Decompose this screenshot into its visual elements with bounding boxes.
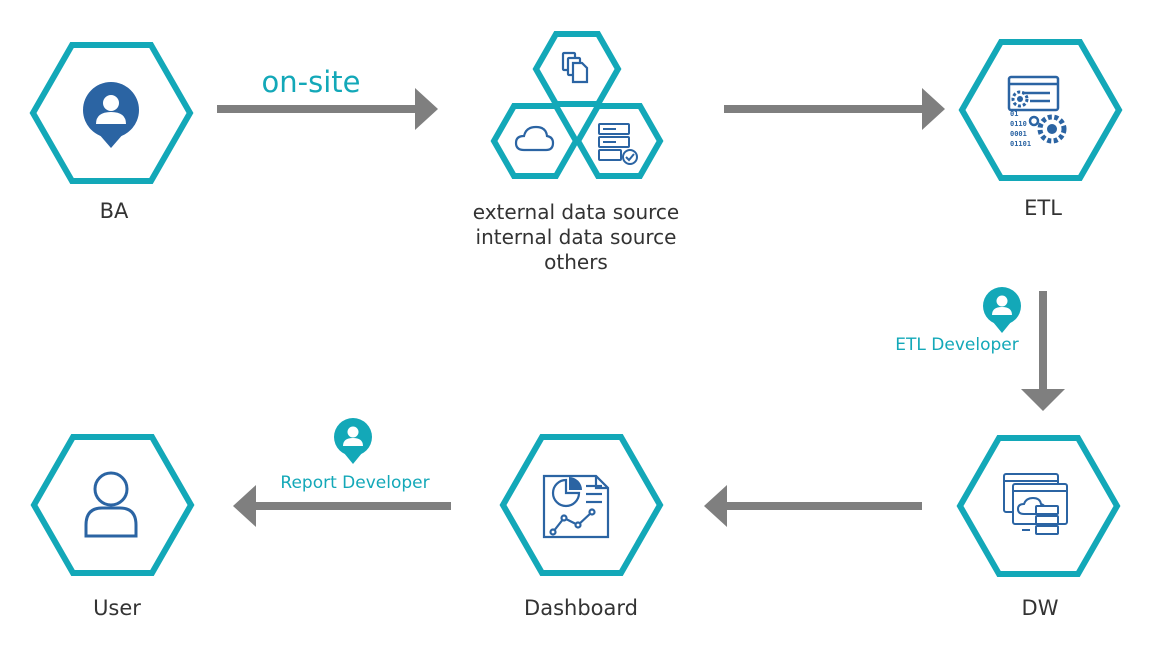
sources-line-others: others bbox=[544, 250, 608, 274]
data-warehouse-icon bbox=[1003, 473, 1068, 535]
person-pin-icon bbox=[83, 82, 139, 148]
svg-text:0001: 0001 bbox=[1010, 130, 1027, 138]
etl-gears-icon: 01 0110 0001 01101 bbox=[1007, 75, 1067, 148]
report-developer-pin-icon bbox=[334, 418, 372, 464]
cloud-icon bbox=[514, 125, 555, 152]
sources-line-internal: internal data source bbox=[475, 225, 677, 249]
ba-label: BA bbox=[99, 199, 129, 223]
svg-text:01101: 01101 bbox=[1010, 140, 1031, 148]
arrow-sources-to-etl bbox=[724, 88, 945, 130]
sources-hexagon-right bbox=[574, 103, 664, 179]
user-icon bbox=[84, 471, 138, 538]
etl-developer-label: ETL Developer bbox=[895, 335, 1019, 355]
svg-text:01: 01 bbox=[1010, 110, 1018, 118]
arrow-dashboard-to-user bbox=[233, 485, 451, 527]
etl-label: ETL bbox=[1024, 196, 1062, 220]
dashboard-label: Dashboard bbox=[524, 596, 638, 620]
on-site-label: on-site bbox=[261, 65, 361, 99]
sources-line-external: external data source bbox=[472, 200, 680, 224]
etl-developer-pin-icon bbox=[983, 287, 1021, 333]
user-label: User bbox=[93, 596, 141, 620]
sources-hexagon-left bbox=[490, 103, 580, 179]
arrow-etl-to-dw bbox=[1021, 291, 1065, 411]
report-developer-label: Report Developer bbox=[280, 473, 430, 493]
documents-icon bbox=[561, 51, 589, 84]
svg-text:0110: 0110 bbox=[1010, 120, 1027, 128]
dw-label: DW bbox=[1021, 596, 1059, 620]
arrow-dw-to-dashboard bbox=[704, 485, 922, 527]
arrow-ba-to-sources bbox=[217, 88, 438, 130]
sources-label: external data source internal data sourc… bbox=[446, 200, 706, 275]
dashboard-report-icon bbox=[542, 474, 610, 539]
server-check-icon bbox=[598, 123, 638, 165]
